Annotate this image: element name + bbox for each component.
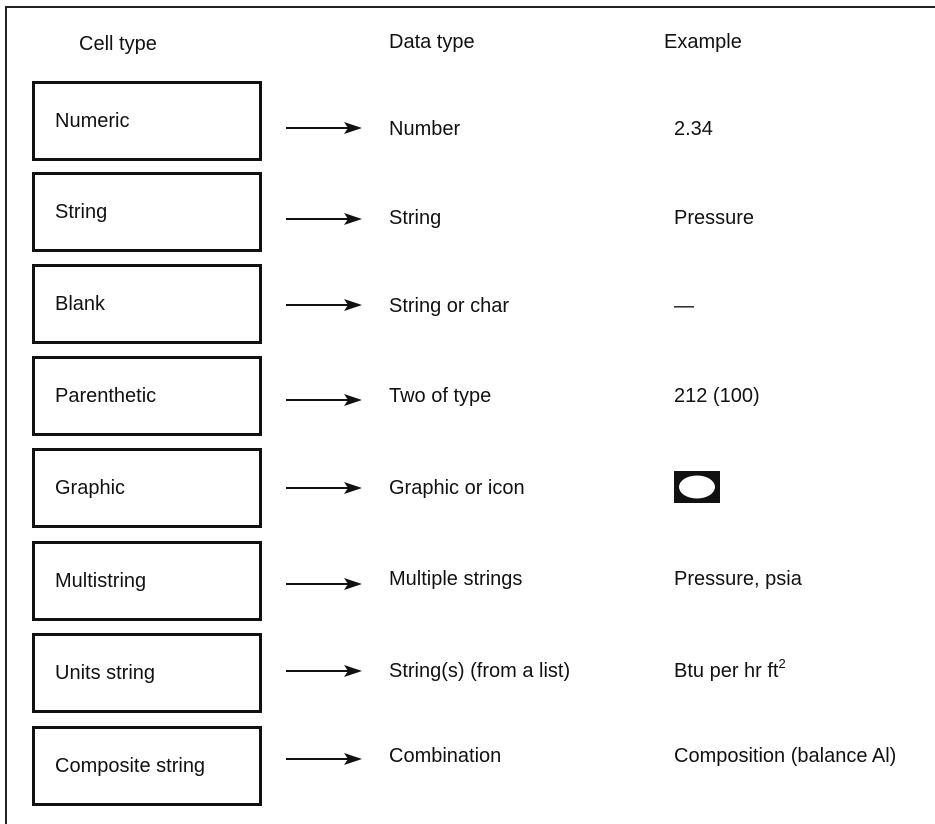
data-type-label: String(s) (from a list): [389, 660, 571, 682]
example-label: Btu per hr ft2: [674, 656, 786, 683]
example-label: Pressure: [674, 207, 755, 229]
cell-type-box: Numeric: [32, 81, 262, 161]
arrow-icon: [286, 122, 362, 134]
header-example: Example: [664, 31, 742, 53]
row-multistring: Multistring Multiple strings Pressure, p…: [0, 541, 935, 631]
arrow-icon: [286, 299, 362, 311]
row-numeric: Numeric Number 2.34: [0, 81, 935, 171]
cell-type-box: Parenthetic: [32, 356, 262, 436]
row-composite-string: Composite string Combination Composition…: [0, 726, 935, 816]
cell-type-box: Composite string: [32, 726, 262, 806]
row-graphic: Graphic Graphic or icon: [0, 448, 935, 538]
cell-type-box: Graphic: [32, 448, 262, 528]
row-string: String String Pressure: [0, 172, 935, 262]
cell-type-label: Multistring: [55, 570, 147, 592]
example-text: Btu per hr ft: [674, 660, 779, 682]
cell-type-box: String: [32, 172, 262, 252]
cell-type-label: Graphic: [55, 477, 126, 499]
cell-type-label: Numeric: [55, 110, 130, 132]
cell-type-box: Multistring: [32, 541, 262, 621]
row-parenthetic: Parenthetic Two of type 212 (100): [0, 356, 935, 446]
data-type-label: Graphic or icon: [389, 477, 525, 499]
cell-type-box: Units string: [32, 633, 262, 713]
header-data-type: Data type: [389, 31, 475, 53]
row-blank: Blank String or char —: [0, 264, 935, 354]
data-type-label: String: [389, 207, 442, 229]
example-label: Composition (balance Al): [674, 745, 897, 767]
cell-type-label: Parenthetic: [55, 385, 157, 407]
arrow-icon: [286, 394, 362, 406]
data-type-label: Combination: [389, 745, 502, 767]
ellipse-in-square-icon: [674, 471, 720, 503]
data-type-label: String or char: [389, 295, 510, 317]
example-label: Pressure, psia: [674, 568, 802, 590]
arrow-icon: [286, 665, 362, 677]
data-type-label: Number: [389, 118, 461, 140]
cell-type-label: Blank: [55, 293, 106, 315]
cell-type-box: Blank: [32, 264, 262, 344]
cell-type-label: Composite string: [55, 755, 206, 777]
example-superscript: 2: [778, 656, 786, 672]
header-cell-type: Cell type: [79, 33, 157, 55]
arrow-icon: [286, 213, 362, 225]
example-label: 2.34: [674, 118, 713, 140]
cell-type-label: Units string: [55, 662, 156, 684]
arrow-icon: [286, 578, 362, 590]
arrow-icon: [286, 482, 362, 494]
figure-frame: [5, 6, 935, 824]
data-type-label: Multiple strings: [389, 568, 523, 590]
data-type-label: Two of type: [389, 385, 492, 407]
row-units-string: Units string String(s) (from a list) Btu…: [0, 633, 935, 723]
arrow-icon: [286, 753, 362, 765]
example-label: —: [674, 295, 694, 317]
cell-type-label: String: [55, 201, 108, 223]
example-label: 212 (100): [674, 385, 760, 407]
